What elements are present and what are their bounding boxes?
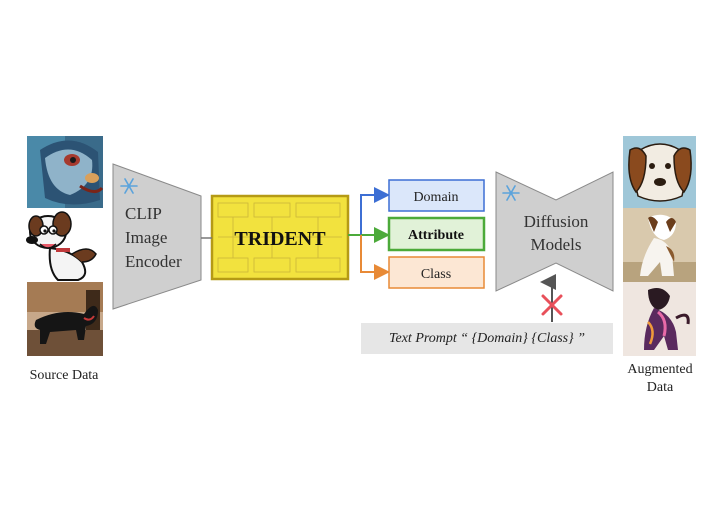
augmented-data-caption-1: Augmented (627, 362, 692, 377)
augmented-data-caption-2: Data (647, 380, 674, 395)
trident-label: TRIDENT (234, 228, 326, 250)
source-image-dachshund (27, 282, 103, 356)
clip-encoder-title-1: CLIP (125, 204, 162, 223)
diffusion-title-1: Diffusion (524, 212, 589, 231)
diffusion-models-block (495, 171, 614, 292)
domain-box (388, 179, 485, 212)
domain-label: Domain (413, 190, 458, 205)
snowflake-icon (120, 178, 138, 194)
cross-icon (541, 294, 563, 316)
clip-encoder-title-2: Image (125, 228, 167, 247)
trident-block (210, 194, 350, 281)
class-label: Class (421, 267, 451, 282)
arrow-to-domain (360, 187, 390, 235)
source-image-cartoon-dog (26, 208, 103, 282)
text-prompt-label: Text Prompt “ {Domain} {Class} ” (389, 330, 585, 346)
augmented-image-cartoon-dog (623, 136, 696, 208)
clip-encoder-block (112, 163, 202, 310)
class-box (388, 256, 485, 289)
attribute-label: Attribute (408, 228, 464, 243)
diffusion-title-2: Models (531, 235, 582, 254)
trident-circuit-pattern (217, 202, 342, 273)
augmented-image-sitting-dog (623, 208, 696, 282)
augmented-image-painted-dog (623, 282, 696, 356)
clip-encoder-title-3: Encoder (125, 252, 182, 271)
source-image-painted-dog (27, 136, 104, 208)
arrow-to-class (360, 235, 390, 280)
source-data-caption: Source Data (30, 368, 100, 383)
text-prompt-box: Text Prompt “ {Domain} {Class} ” (361, 323, 613, 354)
attribute-box (387, 216, 486, 252)
snowflake-icon (502, 185, 520, 201)
